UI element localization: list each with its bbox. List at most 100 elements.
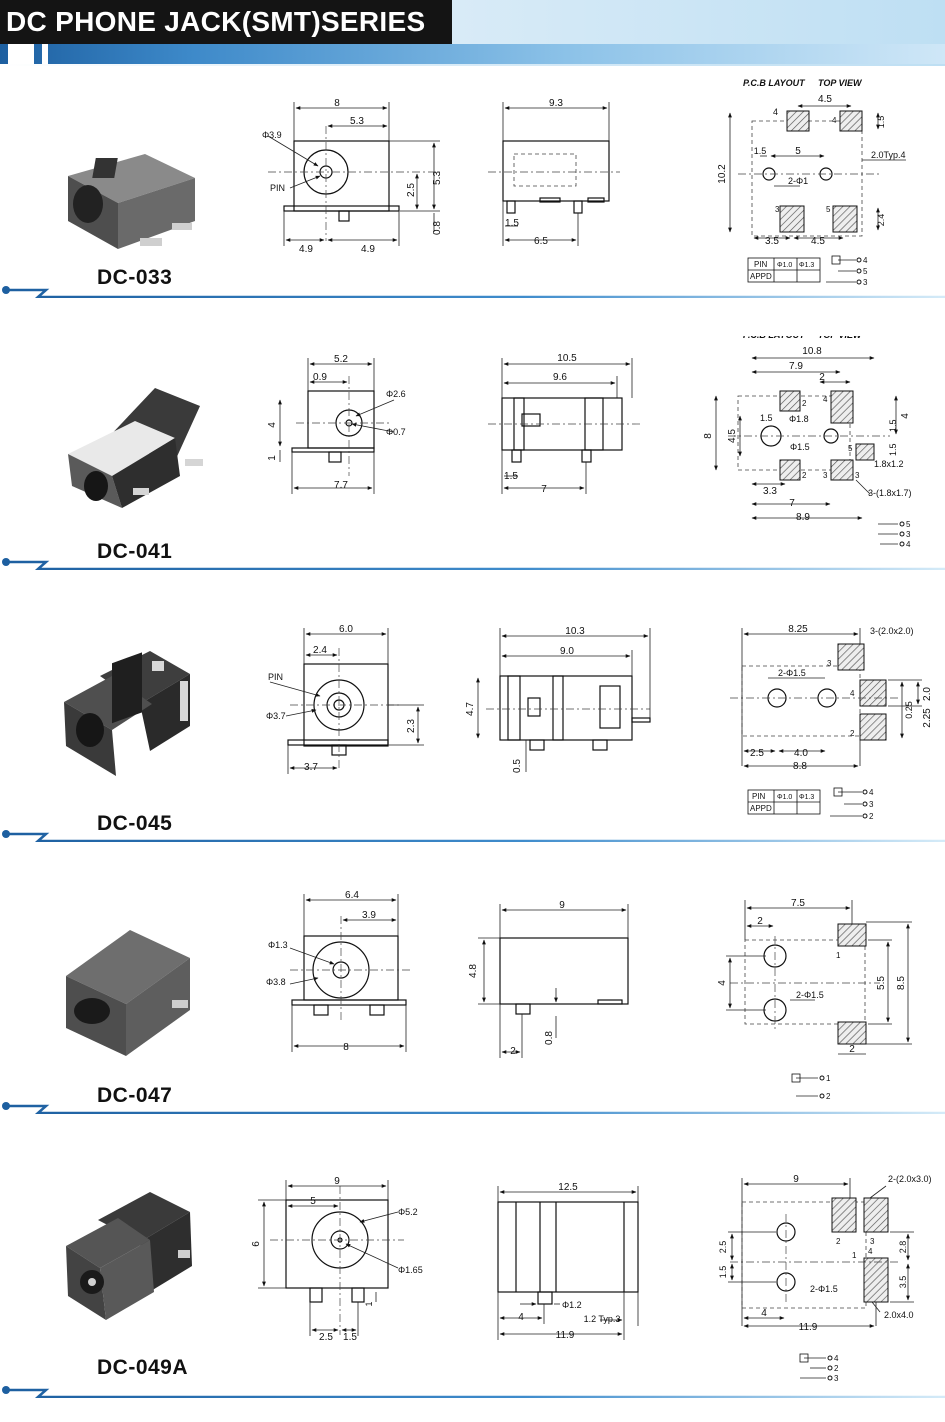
dim-label: 2.4 bbox=[313, 645, 327, 656]
dim-label: 4.9 bbox=[361, 244, 375, 255]
pad-number: 2 bbox=[802, 471, 807, 480]
dim-label: 2-Φ1.5 bbox=[810, 1284, 838, 1294]
side-view-drawing bbox=[488, 358, 640, 494]
dim-label: 0.8 bbox=[432, 221, 443, 235]
dim-label: 6.4 bbox=[345, 890, 359, 901]
model-number: DC-041 bbox=[97, 540, 173, 563]
pad-number: 3 bbox=[775, 205, 780, 214]
dim-label: 10.8 bbox=[802, 346, 822, 357]
dim-label: 8 bbox=[334, 98, 340, 109]
dim-label: 2-(2.0x3.0) bbox=[888, 1174, 932, 1184]
pad-number: 4 bbox=[823, 395, 828, 404]
dim-label: 5 bbox=[795, 146, 801, 157]
pad-number: 5 bbox=[826, 205, 831, 214]
pcb-layout-drawing bbox=[726, 900, 912, 1099]
dim-label: 3.7 bbox=[304, 762, 318, 773]
pcb-layout-label: P.C.B LAYOUT bbox=[743, 78, 806, 88]
schematic-pin: 3 bbox=[863, 278, 868, 287]
model-number: DC-049A bbox=[97, 1356, 189, 1379]
dim-label: Φ1.2 bbox=[562, 1300, 582, 1310]
dim-label: 4.0 bbox=[794, 748, 808, 759]
dim-label: 2 bbox=[510, 1046, 516, 1057]
table-cell: Φ1.0 bbox=[777, 794, 792, 801]
dim-label: 7 bbox=[789, 498, 795, 509]
pad-number: 2 bbox=[850, 729, 855, 738]
dim-label: 8.5 bbox=[896, 976, 907, 990]
header-accent-bar bbox=[0, 44, 945, 64]
dim-label: 4 bbox=[518, 1312, 524, 1323]
table-cell: PIN bbox=[754, 260, 768, 269]
dim-label: 9 bbox=[334, 1176, 340, 1187]
dim-label: 2 bbox=[849, 1044, 855, 1055]
side-view-drawing bbox=[488, 102, 620, 246]
model-number: DC-033 bbox=[97, 266, 173, 289]
dim-label: 4.8 bbox=[468, 964, 479, 978]
pad-number: 4 bbox=[832, 116, 837, 125]
dim-label: 9.6 bbox=[553, 372, 567, 383]
jack-3d-image bbox=[68, 154, 195, 249]
pin-label: PIN bbox=[270, 183, 285, 193]
dim-label: 2-Φ1.5 bbox=[796, 990, 824, 1000]
dim-label: 11.9 bbox=[556, 1330, 575, 1341]
jack-3d-image bbox=[66, 1192, 192, 1320]
dim-label: 7.5 bbox=[791, 898, 805, 909]
dim-label: 1.5 bbox=[718, 1266, 728, 1279]
schematic-pin: 4 bbox=[863, 256, 868, 265]
dim-label: 3-(2.0x2.0) bbox=[870, 626, 914, 636]
schematic-pin: 5 bbox=[863, 267, 868, 276]
pad-number: 4 bbox=[850, 689, 855, 698]
dim-label: 3.9 bbox=[362, 910, 376, 921]
product-section-dc-033: 8 5.3 Φ3.9 PIN 2.5 5.3 0.8 4.9 4.9 9.3 1… bbox=[0, 66, 945, 338]
section-separator bbox=[2, 830, 945, 842]
dim-label: 10.2 bbox=[717, 164, 728, 184]
dim-label: 3-(1.8x1.7) bbox=[868, 488, 912, 498]
dim-label: 8.8 bbox=[793, 761, 807, 772]
dim-label: 2.5 bbox=[750, 748, 764, 759]
dim-label: 9 bbox=[559, 900, 565, 911]
model-number: DC-047 bbox=[97, 1084, 173, 1107]
dim-label: 8 bbox=[343, 1042, 349, 1053]
dim-label: 5.3 bbox=[432, 171, 443, 185]
dim-label: 2-Φ1 bbox=[788, 176, 808, 186]
dim-label: 5.5 bbox=[876, 976, 887, 990]
dim-label: 2.25 bbox=[922, 708, 933, 728]
dim-label: 2.5 bbox=[718, 1241, 728, 1254]
model-number: DC-045 bbox=[97, 812, 173, 835]
dim-label: 8.25 bbox=[788, 624, 808, 635]
pad-number: 5 bbox=[848, 444, 853, 453]
dim-label: 4.5 bbox=[727, 429, 738, 443]
page-title: DC PHONE JACK(SMT)SERIES bbox=[0, 0, 452, 44]
pcb-layout-label: P.C.B LAYOUT bbox=[743, 336, 806, 340]
side-view-drawing bbox=[478, 904, 629, 1058]
schematic-pin: 2 bbox=[869, 812, 874, 821]
dim-label: 7 bbox=[541, 484, 547, 495]
top-view-label: TOP VIEW bbox=[818, 336, 863, 340]
schematic-pin: 4 bbox=[869, 788, 874, 797]
dim-label: 1.5 bbox=[504, 471, 518, 482]
table-cell: APPD bbox=[750, 272, 772, 281]
pad-number: 4 bbox=[868, 1247, 873, 1256]
dim-label: 1.5 bbox=[760, 413, 773, 423]
front-view-drawing bbox=[269, 628, 424, 774]
dim-label: 1.8x1.2 bbox=[874, 459, 904, 469]
section-separator bbox=[2, 1102, 945, 1114]
pad-number: 3 bbox=[870, 1237, 875, 1246]
schematic-pin: 1 bbox=[826, 1074, 831, 1083]
pad-number: 1 bbox=[836, 951, 841, 960]
dim-label: 2 bbox=[757, 916, 763, 927]
dim-label: 11.9 bbox=[799, 1322, 818, 1333]
front-view-drawing bbox=[258, 1180, 404, 1336]
product-section-dc-045: 6.0 2.4 PIN Φ3.7 2.3 3.7 10.3 9.0 4.7 0.… bbox=[0, 606, 945, 878]
dim-label: Φ1.5 bbox=[790, 442, 810, 452]
dim-label: 4.9 bbox=[299, 244, 313, 255]
dim-label: 8.9 bbox=[796, 512, 810, 523]
top-view-label: TOP VIEW bbox=[822, 1150, 867, 1152]
pad-number: 3 bbox=[827, 659, 832, 668]
dim-label: Φ1.3 bbox=[268, 940, 288, 950]
dim-label: 0.5 bbox=[512, 759, 523, 773]
dim-label: 9.0 bbox=[560, 646, 574, 657]
dim-label: Φ3.9 bbox=[262, 130, 282, 140]
dim-label: 4 bbox=[717, 980, 728, 986]
product-section-dc-047: 6.4 3.9 Φ1.3 Φ3.8 8 9 4.8 0.8 2 P.C.B LA… bbox=[0, 878, 945, 1150]
dim-label: Φ1.65 bbox=[398, 1265, 423, 1275]
